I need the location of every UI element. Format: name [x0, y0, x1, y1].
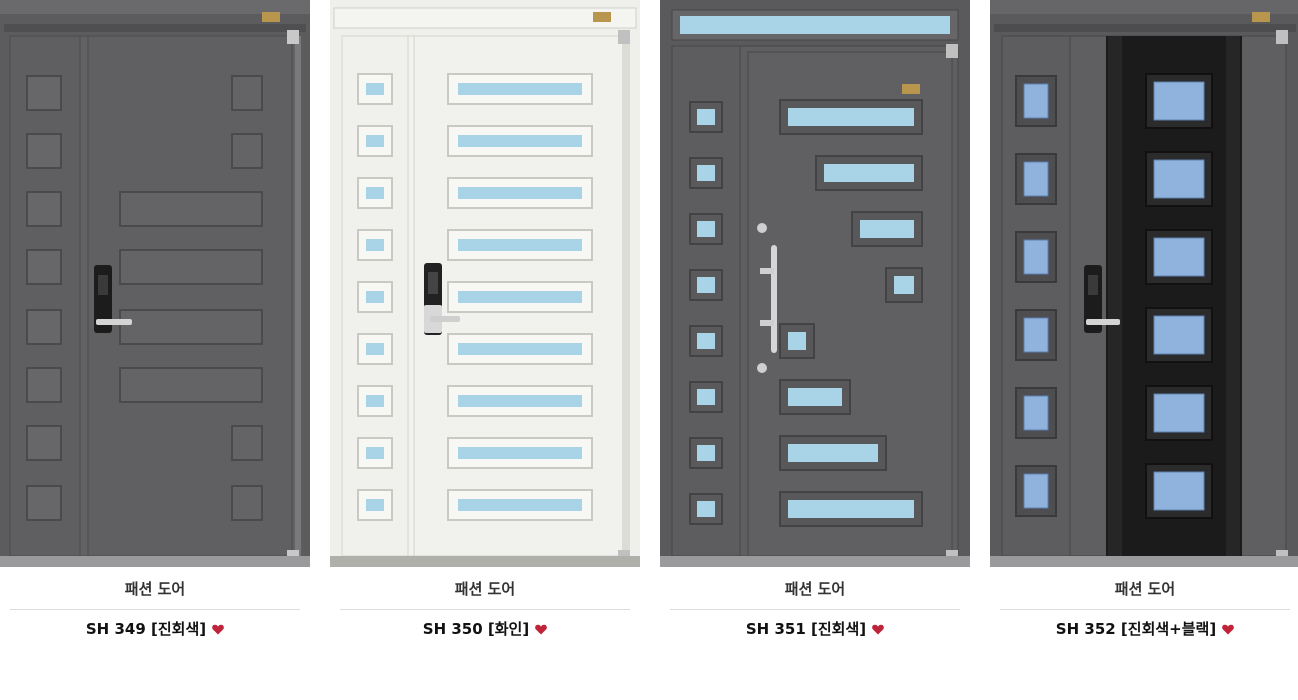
product-category: 패션 도어: [784, 580, 846, 598]
product-title[interactable]: SH 350 [화인]: [330, 618, 640, 639]
product-card[interactable]: 패션 도어 SH 351 [진회색]: [660, 0, 970, 700]
product-title-text[interactable]: SH 352 [진회색+블랙]: [1055, 620, 1217, 638]
product-category: 패션 도어: [454, 580, 516, 598]
product-title-text[interactable]: SH 349 [진회색]: [85, 620, 207, 638]
heart-icon[interactable]: [1222, 621, 1235, 639]
heart-icon[interactable]: [872, 621, 884, 639]
product-category: 패션 도어: [1114, 580, 1176, 598]
product-category: 패션 도어: [124, 580, 186, 598]
product-card[interactable]: 패션 도어 SH 349 [진회색]: [0, 0, 310, 700]
divider: [670, 609, 960, 610]
product-image[interactable]: [660, 0, 970, 567]
product-card[interactable]: 패션 도어 SH 352 [진회색+블랙]: [990, 0, 1298, 700]
product-title[interactable]: SH 351 [진회색]: [660, 618, 970, 639]
heart-icon[interactable]: [212, 621, 224, 639]
product-title[interactable]: SH 349 [진회색]: [0, 618, 310, 639]
product-image[interactable]: [0, 0, 310, 567]
product-title-text[interactable]: SH 351 [진회색]: [745, 620, 867, 638]
product-image[interactable]: [330, 0, 640, 567]
product-card[interactable]: 패션 도어 SH 350 [화인]: [330, 0, 640, 700]
product-title[interactable]: SH 352 [진회색+블랙]: [990, 618, 1298, 639]
divider: [1000, 609, 1290, 610]
divider: [10, 609, 300, 610]
divider: [340, 609, 630, 610]
heart-icon[interactable]: [535, 621, 548, 639]
product-title-text[interactable]: SH 350 [화인]: [422, 620, 530, 638]
product-image[interactable]: [990, 0, 1298, 567]
